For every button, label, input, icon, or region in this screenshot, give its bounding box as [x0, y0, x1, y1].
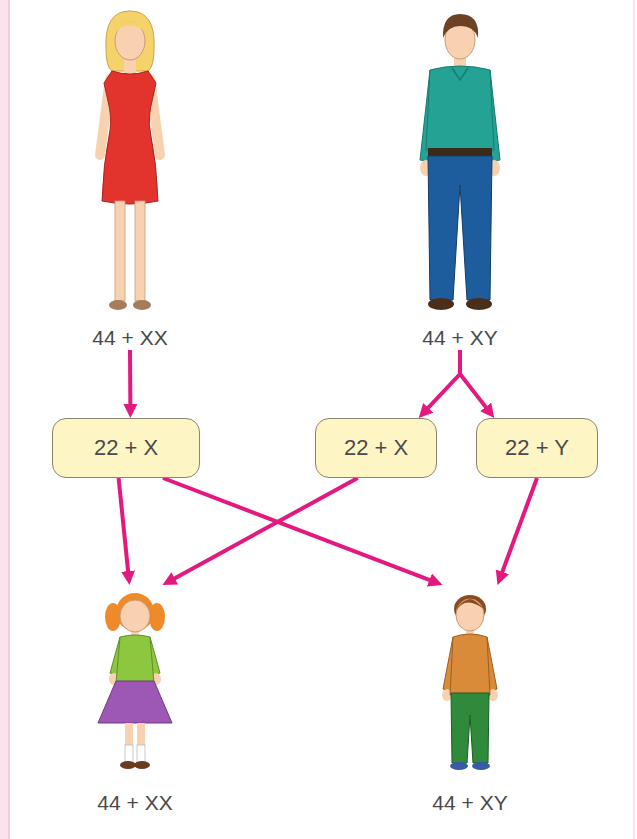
genotype-label: 44 + XY: [422, 326, 497, 350]
woman-figure-part: [102, 71, 158, 204]
man-figure-part: [443, 14, 478, 38]
inheritance-arrow: [163, 478, 433, 581]
girl-figure-part: [125, 745, 133, 763]
page-border-part: [633, 0, 635, 839]
man-figure-part: [428, 298, 454, 310]
man-figure-part: [428, 148, 492, 156]
woman-figure-part: [135, 201, 145, 301]
boy-figure-part: [450, 762, 468, 770]
genotype-label: 44 + XY: [432, 791, 507, 815]
inheritance-arrow: [128, 350, 132, 408]
child-figure-label: 44 + XY: [415, 585, 525, 815]
girl-figure-part: [121, 603, 149, 611]
boy-figure-part: [456, 599, 484, 631]
woman-figure-part: [109, 300, 127, 310]
boy-figure-part: [451, 693, 489, 763]
woman-figure-part: [115, 201, 125, 301]
girl-figure-part: [116, 635, 154, 683]
girl-figure-part: [98, 681, 172, 723]
man-figure: [420, 14, 500, 310]
girl-figure-part: [120, 600, 150, 632]
inheritance-arrow: [426, 350, 460, 411]
gamete-box: 22 + Y: [476, 418, 598, 478]
man-figure-part: [466, 298, 492, 310]
inheritance-arrow: [460, 350, 488, 410]
gamete-box: 22 + X: [315, 418, 437, 478]
genotype-label: 22 + X: [344, 435, 408, 460]
genotype-label: 44 + XX: [92, 326, 167, 350]
woman-figure-part: [115, 21, 146, 35]
man-figure-part: [426, 66, 494, 150]
page-border-part: [8, 0, 10, 839]
genotype-label: 22 + X: [94, 435, 158, 460]
woman-figure-part: [133, 300, 151, 310]
gamete-box: 22 + X: [52, 418, 200, 478]
parent-figure-label: 44 + XY: [390, 10, 530, 350]
genotype-label: 44 + XX: [97, 791, 172, 815]
page-border-part: [0, 0, 8, 839]
inheritance-arrow: [119, 478, 129, 575]
girl-figure-part: [120, 761, 136, 769]
boy-figure-part: [456, 599, 484, 611]
girl-figure-part: [137, 745, 145, 763]
parent-figure-label: 44 + XX: [60, 5, 200, 350]
boy-figure-part: [472, 762, 490, 770]
genotype-label: 22 + Y: [505, 435, 569, 460]
woman-figure: [100, 11, 160, 310]
boy-figure: [442, 595, 498, 770]
child-figure-label: 44 + XX: [80, 585, 190, 815]
inheritance-arrow: [171, 478, 357, 580]
woman-figure-part: [115, 22, 145, 60]
inheritance-arrow: [501, 478, 537, 576]
girl-figure: [98, 593, 172, 769]
man-figure-part: [452, 68, 468, 80]
girl-figure-part: [116, 593, 154, 631]
boy-figure-part: [450, 634, 490, 695]
man-figure-part: [428, 156, 492, 300]
girl-figure-part: [134, 761, 150, 769]
